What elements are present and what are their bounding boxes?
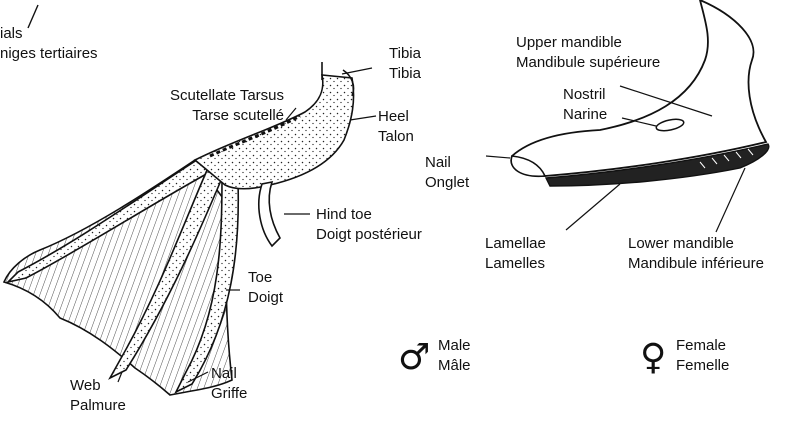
- lower-mandible-label: Lower mandible Mandibule inférieure: [628, 234, 764, 274]
- heel-label-fr: Talon: [378, 127, 414, 147]
- foot-nail-label: Nail Griffe: [211, 364, 247, 404]
- nostril-label: Nostril Narine: [563, 85, 607, 125]
- foot-nail-label-fr: Griffe: [211, 384, 247, 404]
- female-symbol-icon: ♀: [640, 340, 666, 376]
- web-label: Web Palmure: [70, 376, 126, 416]
- upper-mandible-label-fr: Mandibule supérieure: [516, 53, 660, 73]
- male-label-fr: Mâle: [438, 356, 471, 376]
- tarsus-label-fr: Tarse scutellé: [126, 106, 284, 126]
- lower-mandible-label-fr: Mandibule inférieure: [628, 254, 764, 274]
- bill-nail-label: Nail Onglet: [425, 153, 469, 193]
- lower-mandible-label-en: Lower mandible: [628, 234, 764, 254]
- upper-mandible-label: Upper mandible Mandibule supérieure: [516, 33, 660, 73]
- male-symbol-icon: ♂: [398, 340, 430, 376]
- upper-mandible: [511, 0, 766, 176]
- toe-label-fr: Doigt: [248, 288, 283, 308]
- lamellae-label-fr: Lamelles: [485, 254, 546, 274]
- tertials-label: ials niges tertiaires: [0, 24, 98, 64]
- female-label: Female Femelle: [676, 336, 729, 376]
- lamellae-label: Lamellae Lamelles: [485, 234, 546, 274]
- nostril-label-fr: Narine: [563, 105, 607, 125]
- upper-mandible-label-en: Upper mandible: [516, 33, 660, 53]
- male-label: Male Mâle: [438, 336, 471, 376]
- tibia-label-fr: Tibia: [389, 64, 421, 84]
- female-label-fr: Femelle: [676, 356, 729, 376]
- tibia-label-en: Tibia: [389, 44, 421, 64]
- tarsus-label-en: Scutellate Tarsus: [126, 86, 284, 106]
- hind-toe: [259, 182, 280, 246]
- bill-nail-label-fr: Onglet: [425, 173, 469, 193]
- web-label-en: Web: [70, 376, 126, 396]
- lamellae-label-en: Lamellae: [485, 234, 546, 254]
- nostril-label-en: Nostril: [563, 85, 607, 105]
- male-label-en: Male: [438, 336, 471, 356]
- tertials-label-line1: ials: [0, 24, 98, 44]
- tarsus-label: Scutellate Tarsus Tarse scutellé: [126, 86, 284, 126]
- heel-label: Heel Talon: [378, 107, 414, 147]
- tertials-label-line2: niges tertiaires: [0, 44, 98, 64]
- tibia-label: Tibia Tibia: [389, 44, 421, 84]
- foot-nail-label-en: Nail: [211, 364, 247, 384]
- female-label-en: Female: [676, 336, 729, 356]
- hind-toe-label-en: Hind toe: [316, 205, 422, 225]
- hind-toe-label: Hind toe Doigt postérieur: [316, 205, 422, 245]
- toe-label-en: Toe: [248, 268, 283, 288]
- hind-toe-label-fr: Doigt postérieur: [316, 225, 422, 245]
- toe-label: Toe Doigt: [248, 268, 283, 308]
- bill-nail-label-en: Nail: [425, 153, 469, 173]
- web-label-fr: Palmure: [70, 396, 126, 416]
- heel-label-en: Heel: [378, 107, 414, 127]
